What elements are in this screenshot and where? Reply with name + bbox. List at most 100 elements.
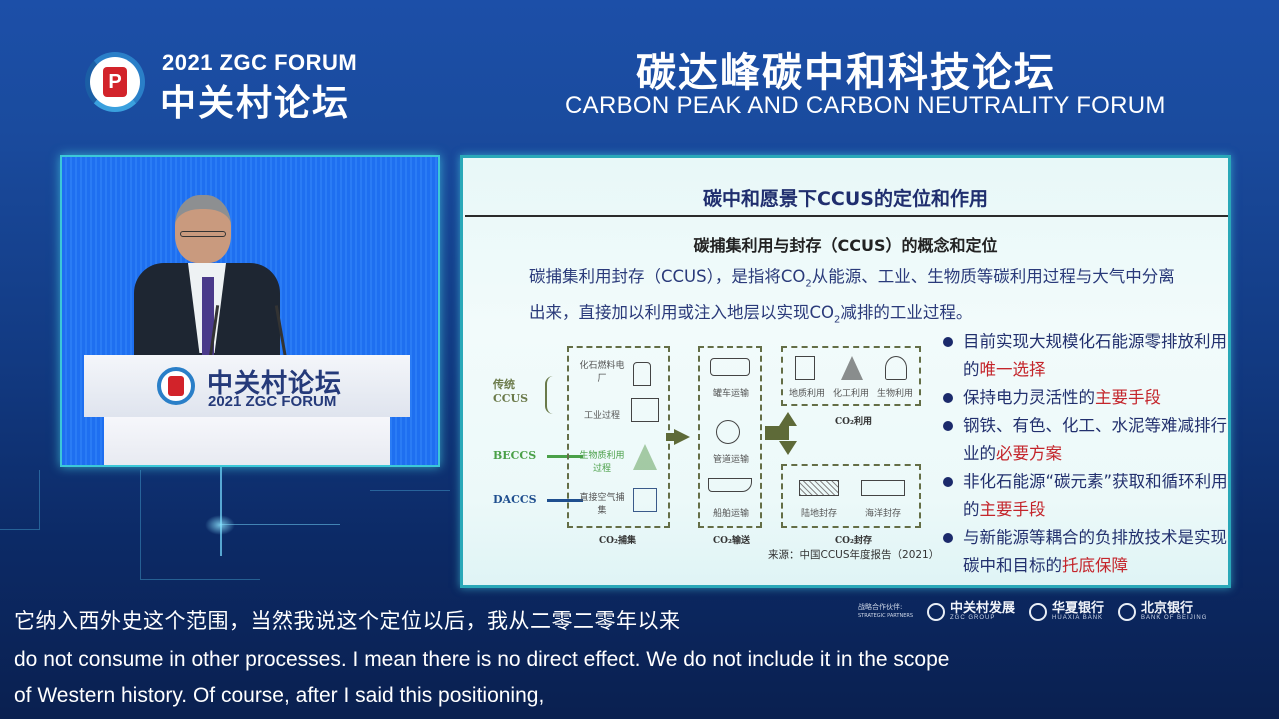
source-note: 来源：中国CCUS年度报告（2021）	[768, 549, 940, 561]
partners-label-cn: 战略合作伙伴:	[858, 602, 903, 611]
brand-english: 2021 ZGC FORUM	[162, 50, 358, 75]
partner-sub: BANK OF BEIJING	[1141, 615, 1208, 621]
transport-box: 罐车运输 管道运输 船舶运输	[698, 346, 762, 528]
arrow-down-icon	[779, 441, 797, 455]
arrow-up-icon	[779, 412, 797, 426]
utilization-item: 生物利用	[876, 389, 913, 399]
oil-pump-icon	[795, 356, 815, 380]
circuit-line-decoration	[140, 470, 260, 580]
slide-title: 碳中和愿景下CCUS的定位和作用	[702, 188, 988, 210]
subscript: 2	[834, 314, 841, 326]
pipeline-icon	[716, 420, 740, 444]
label-daccs: DACCS	[493, 493, 537, 506]
forum-title-chinese: 碳达峰碳中和科技论坛	[636, 50, 1056, 96]
tree-icon	[633, 444, 657, 470]
slide-subtitle: 碳捕集利用与封存（CCUS）的概念和定位	[693, 236, 998, 255]
storage-caption: CO₂封存	[835, 536, 872, 546]
podium	[84, 355, 410, 417]
key-point: 保持电力灵活性的主要手段	[941, 384, 1231, 412]
podium-text-english: 2021 ZGC FORUM	[208, 393, 337, 410]
ccus-definition: 碳捕集利用封存（CCUS），是指将CO2从能源、工业、生物质等碳利用过程与大气中…	[529, 262, 1179, 335]
circuit-line-decoration	[220, 466, 222, 556]
definition-text: 从能源、工业、生物质等碳利用过程与大气中分离出来，直接加以利用或注入地层以实现C…	[529, 267, 1175, 323]
utilization-caption: CO₂利用	[835, 417, 872, 427]
flask-icon	[841, 356, 863, 380]
split-arrow-icon	[765, 426, 789, 440]
speaker-video: 中关村论坛 2021 ZGC FORUM	[60, 155, 440, 467]
partner-sub: ZGC GROUP	[950, 615, 996, 621]
transport-item: 罐车运输	[712, 389, 749, 399]
partner-sub: HUAXIA BANK	[1052, 615, 1104, 621]
capture-item: 化石燃料电厂	[579, 361, 625, 384]
point-text: 与新能源等耦合的负排放技术是实现碳中和目标的	[963, 528, 1227, 575]
land-storage-icon	[799, 480, 839, 496]
storage-box: 陆地封存 海洋封存	[781, 464, 921, 528]
subscript: 2	[805, 278, 812, 290]
label-traditional-ccus: 传统 CCUS	[493, 376, 528, 405]
key-point: 目前实现大规模化石能源零排放利用的唯一选择	[941, 328, 1231, 384]
key-point: 钢铁、有色、化工、水泥等难减排行业的必要方案	[941, 412, 1231, 468]
ocean-storage-icon	[861, 480, 905, 496]
point-text: 钢铁、有色、化工、水泥等难减排行业的	[963, 416, 1227, 463]
definition-text: 减排的工业过程。	[840, 303, 973, 323]
podium-logo-icon	[157, 367, 195, 405]
podium-text-chinese: 中关村论坛	[207, 369, 343, 399]
capture-caption: CO₂捕集	[599, 536, 636, 546]
huaxia-bank-logo-icon	[1029, 602, 1048, 621]
point-highlight: 唯一选择	[979, 360, 1046, 379]
point-highlight: 主要手段	[1095, 388, 1161, 407]
speaker-glasses	[180, 231, 226, 237]
label-beccs: BECCS	[493, 449, 537, 462]
arrow-right-icon	[666, 429, 690, 445]
ship-icon	[708, 478, 752, 492]
capture-item: 生物质利用过程	[579, 451, 625, 474]
point-highlight: 托底保障	[1062, 556, 1128, 575]
circuit-line-decoration	[220, 524, 340, 525]
partner-name: 华夏银行	[1052, 601, 1105, 616]
utilization-item: 地质利用	[788, 389, 825, 399]
speaker-head	[175, 195, 231, 263]
partners-label: 战略合作伙伴: STRATEGIC PARTNERS	[858, 603, 913, 621]
label-line: CCUS	[493, 392, 529, 405]
point-highlight: 主要手段	[979, 500, 1046, 519]
tank-truck-icon	[710, 358, 750, 376]
point-text: 目前实现大规模化石能源零排放利用的	[963, 332, 1227, 379]
partner-name: 中关村发展	[950, 601, 1016, 616]
capture-box: 化石燃料电厂 工业过程 生物质利用过程 直接空气捕集	[567, 346, 670, 528]
point-text: 保持电力灵活性的	[963, 388, 1095, 407]
point-highlight: 必要方案	[996, 444, 1062, 463]
transport-caption: CO₂输送	[713, 536, 750, 546]
forum-title-english: CARBON PEAK AND CARBON NEUTRALITY FORUM	[565, 92, 1166, 119]
key-points-list: 目前实现大规模化石能源零排放利用的唯一选择 保持电力灵活性的主要手段 钢铁、有色…	[941, 328, 1231, 580]
key-point: 与新能源等耦合的负排放技术是实现碳中和目标的托底保障	[941, 524, 1231, 580]
podium-base	[104, 417, 390, 465]
storage-item: 陆地封存	[800, 509, 837, 519]
daccs-connector	[547, 499, 583, 502]
storage-item: 海洋封存	[864, 509, 901, 519]
beccs-connector	[547, 455, 583, 458]
circuit-line-decoration	[370, 490, 450, 491]
utilization-item: 化工利用	[832, 389, 869, 399]
subtitle-english-line1: do not consume in other processes. I mea…	[14, 648, 950, 671]
zgc-forum-logo-icon: P	[85, 52, 145, 112]
factory-icon	[631, 398, 659, 422]
definition-text: 碳捕集利用封存（CCUS），是指将CO	[529, 267, 806, 286]
slide-divider	[465, 215, 1228, 217]
key-point: 非化石能源“碳元素”获取和循环利用的主要手段	[941, 468, 1231, 524]
utilization-box: 地质利用 化工利用 生物利用	[781, 346, 921, 406]
presentation-slide: 碳中和愿景下CCUS的定位和作用 碳捕集利用与封存（CCUS）的概念和定位 碳捕…	[460, 155, 1231, 588]
point-text: 非化石能源“碳元素”获取和循环利用的	[963, 472, 1228, 519]
capture-item: 直接空气捕集	[579, 493, 625, 516]
brace-icon	[545, 376, 555, 414]
plant-icon	[885, 356, 907, 380]
fan-icon	[633, 488, 657, 512]
subtitle-chinese: 它纳入西外史这个范围，当然我说这个定位以后，我从二零二零年以来	[14, 609, 681, 633]
partner-name: 北京银行	[1141, 601, 1194, 616]
subtitle-english-line2: of Western history. Of course, after I s…	[14, 684, 545, 707]
bank-of-beijing-logo-icon	[1118, 602, 1137, 621]
transport-item: 船舶运输	[712, 509, 749, 519]
